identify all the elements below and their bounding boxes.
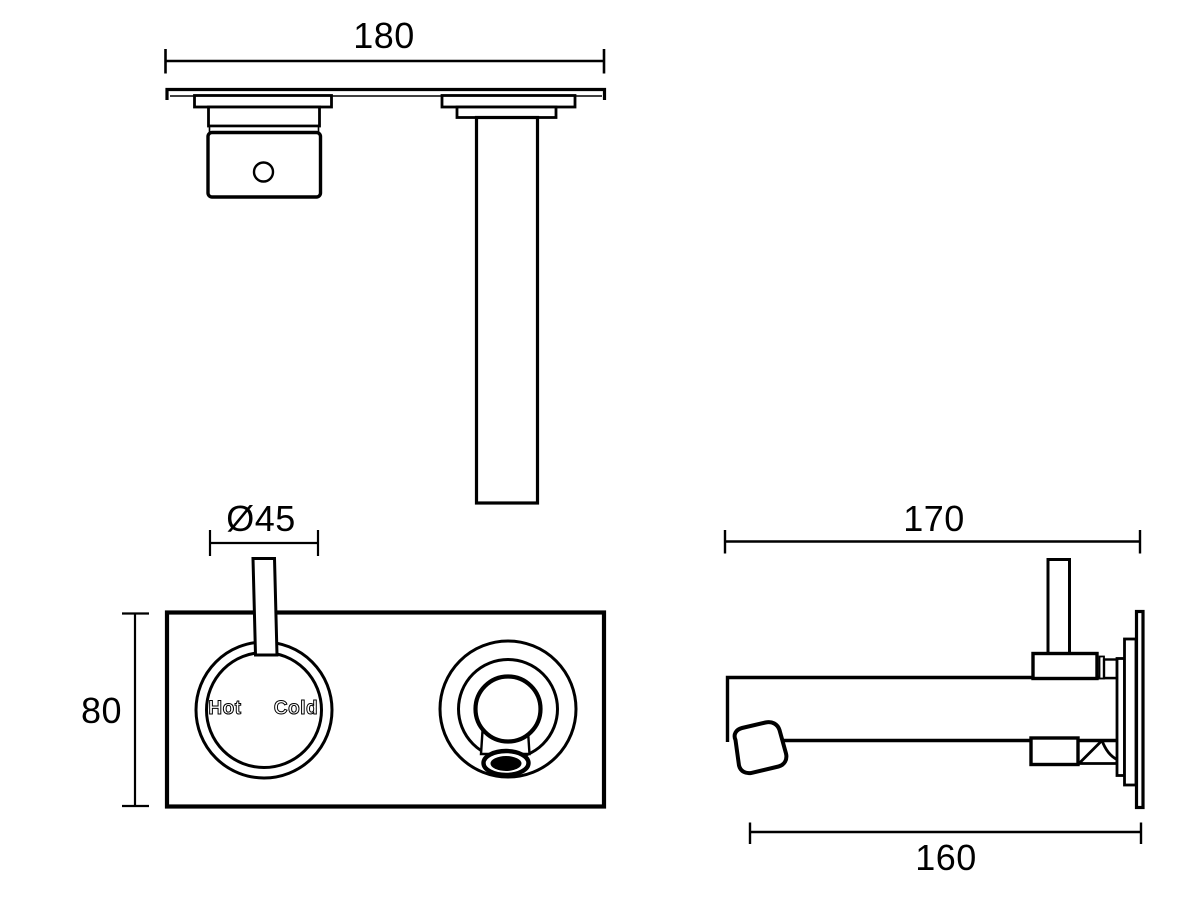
- spout-column: [474, 115, 540, 505]
- front-lever-handle: [251, 557, 279, 657]
- dim-label-plate-width: 180: [353, 15, 415, 56]
- wall-plate-side: [1134, 609, 1145, 810]
- outlet-bold-ring: [473, 674, 543, 744]
- dim-80: [122, 612, 149, 808]
- dim-180: [164, 49, 606, 74]
- dim-label-plate-height: 80: [80, 690, 122, 731]
- handle-flange: [193, 94, 333, 109]
- dim-160: [748, 822, 1143, 844]
- side-lever-stem: [1046, 558, 1071, 656]
- collar-back: [1123, 637, 1138, 787]
- cartridge-step-large: [1102, 658, 1119, 680]
- lower-body-block: [1029, 736, 1080, 767]
- side-lever-base: [1031, 651, 1099, 681]
- top-view: [164, 49, 607, 505]
- side-nozzle: [732, 720, 789, 776]
- spout-flange: [440, 94, 577, 109]
- dim-45: [208, 530, 320, 556]
- dial-cold-label: Cold: [273, 698, 319, 719]
- handle-step: [207, 105, 321, 128]
- dim-label-handle-diameter: Ø45: [226, 498, 296, 539]
- front-view: [122, 530, 607, 809]
- top-plate-edge: [165, 87, 607, 100]
- handle-pivot-hole: [252, 161, 275, 183]
- side-view: [723, 530, 1145, 844]
- dim-label-spout-projection: 160: [915, 837, 977, 878]
- dial-hot-label: Hot: [208, 698, 242, 719]
- dim-label-overall-projection: 170: [903, 498, 965, 539]
- aerator-opening: [490, 756, 522, 771]
- side-spout-outline: [725, 675, 1120, 743]
- lower-body-wedge: [1077, 739, 1119, 765]
- dim-170: [723, 530, 1142, 554]
